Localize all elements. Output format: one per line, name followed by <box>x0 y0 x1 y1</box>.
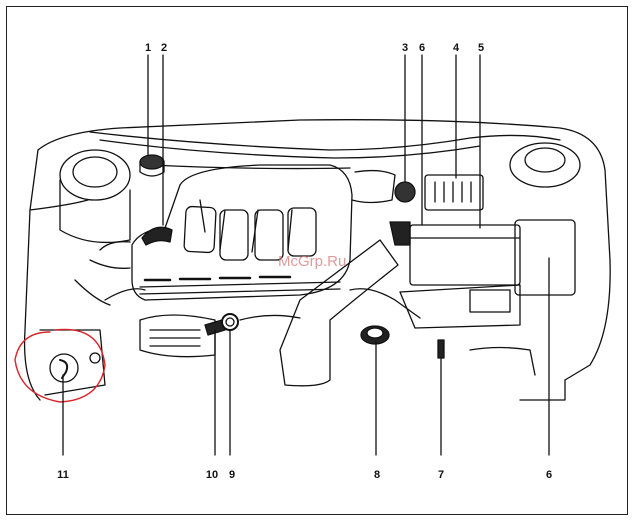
callout-9: 9 <box>229 469 235 481</box>
callout-6-bottom: 6 <box>546 469 552 481</box>
callout-8: 8 <box>374 469 380 481</box>
cap-3 <box>395 182 415 202</box>
callout-6-top: 6 <box>419 42 425 54</box>
oil-fill-cap-2 <box>142 227 172 245</box>
left-fender <box>25 150 40 400</box>
watermark: McGrp.Ru <box>278 253 346 270</box>
fuse-box-4 <box>425 175 483 210</box>
callout-1: 1 <box>145 42 151 54</box>
callout-10: 10 <box>206 469 218 481</box>
battery-5 <box>410 225 520 285</box>
battery-terminal <box>390 222 410 245</box>
callout-5: 5 <box>478 42 484 54</box>
cap-9 <box>222 314 238 330</box>
body-outline <box>38 120 610 380</box>
washer-reservoir-11 <box>50 354 78 382</box>
side-cover-6 <box>515 220 575 295</box>
callout-11: 11 <box>57 469 69 481</box>
callout-3: 3 <box>402 42 408 54</box>
item-7 <box>438 340 444 358</box>
highlight-circle <box>15 329 105 402</box>
reservoir-cap-1 <box>140 155 164 169</box>
callout-7: 7 <box>438 469 444 481</box>
callout-2: 2 <box>161 42 167 54</box>
callout-4: 4 <box>453 42 459 54</box>
